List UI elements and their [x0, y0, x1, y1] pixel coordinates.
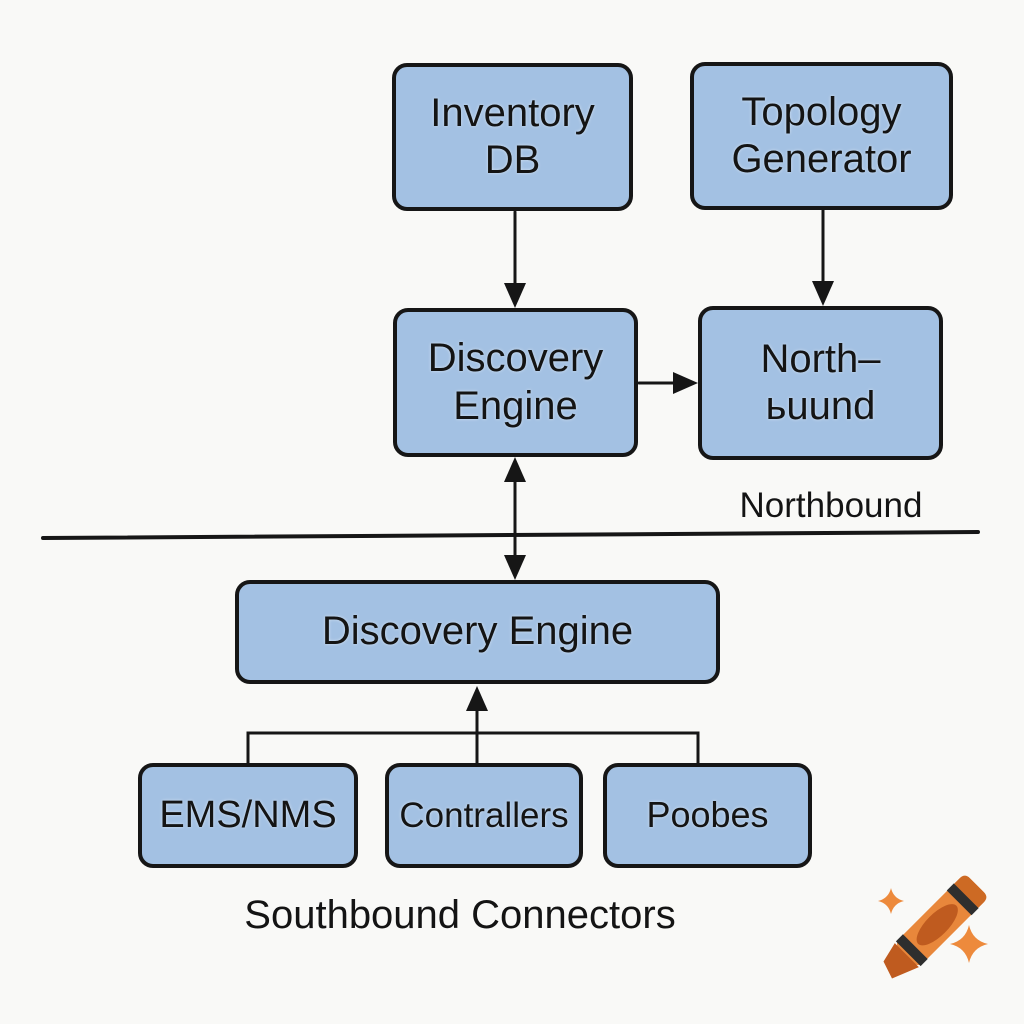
node-discovery-engine-upper-label: Discovery Engine: [427, 336, 604, 428]
node-inventory-db-label: Inventory DB: [430, 90, 595, 182]
crayon-with-sparkles-icon: [878, 875, 988, 979]
node-northbound-module-label: North– ьuund: [760, 336, 881, 428]
node-ems-nms-label: EMS/NMS: [159, 794, 337, 837]
southbound-connector-tree: [246, 686, 700, 765]
node-ems-nms: EMS/NMS: [138, 763, 358, 868]
node-topology-generator-label: Topology Generator: [731, 89, 912, 181]
node-discovery-engine-lower-label: Discovery Engine: [321, 609, 634, 654]
arrow-discovery-to-northbound: [637, 372, 698, 394]
node-discovery-engine-lower: Discovery Engine: [235, 580, 720, 684]
crayon-icon: [883, 875, 987, 979]
arrow-topology-to-northbound: [812, 208, 834, 306]
node-discovery-engine-upper: Discovery Engine: [393, 308, 638, 457]
arrow-inventory-to-discovery: [504, 210, 526, 308]
sparkle-small-icon: [878, 888, 904, 914]
node-northbound-module: North– ьuund: [698, 306, 943, 460]
node-probes-label: Poobes: [646, 794, 769, 836]
southbound-connectors-caption: Southbound Connectors: [244, 893, 676, 937]
node-topology-generator: Topology Generator: [690, 62, 953, 210]
sparkle-large-icon: [950, 925, 988, 963]
node-inventory-db: Inventory DB: [392, 63, 633, 211]
node-controllers-label: Contrallers: [399, 795, 569, 835]
northbound-separator-line: [41, 530, 980, 540]
node-controllers: Contrallers: [385, 763, 583, 868]
northbound-zone-label: Northbound: [739, 486, 923, 525]
node-probes: Poobes: [603, 763, 812, 868]
arrow-discovery-bidirectional: [504, 457, 526, 580]
